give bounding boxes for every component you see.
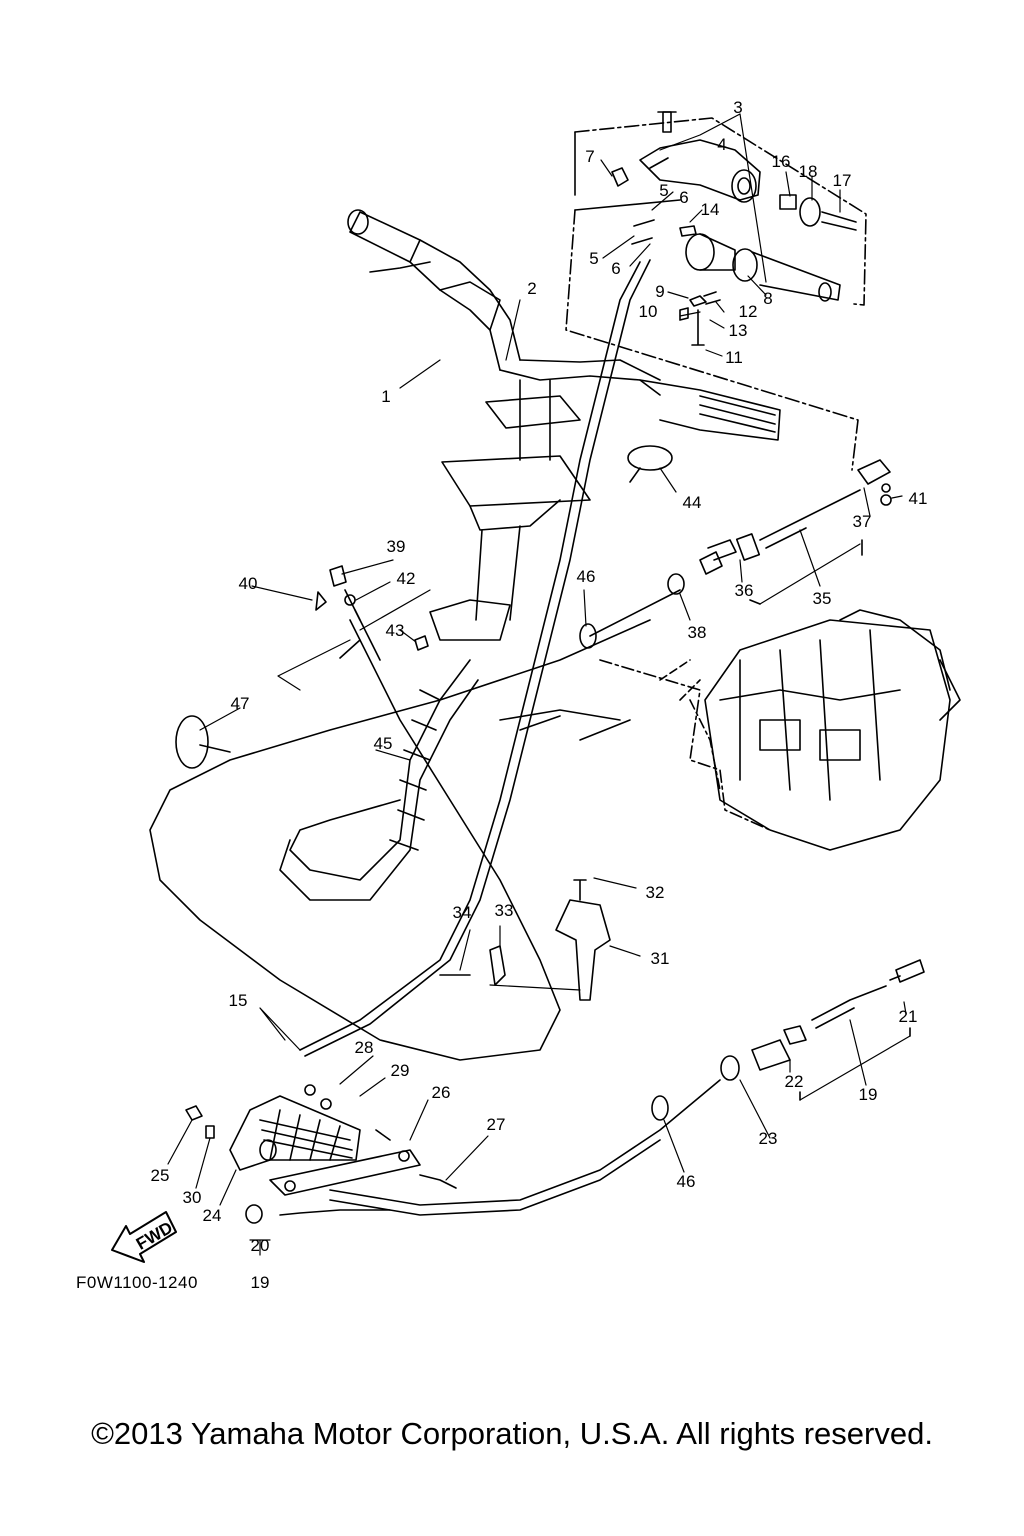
part-callout-20[interactable]: 20 [251,1236,270,1255]
part-callout-17[interactable]: 17 [833,171,852,190]
part-callout-31[interactable]: 31 [651,949,670,968]
part-callout-2[interactable]: 2 [527,279,536,298]
part-callout-19[interactable]: 19 [859,1085,878,1104]
part-callout-21[interactable]: 21 [899,1007,918,1026]
part-callout-3[interactable]: 3 [733,98,742,117]
engine-drawing [599,609,961,851]
part-callout-46[interactable]: 46 [677,1172,696,1191]
part-callout-37[interactable]: 37 [853,512,872,531]
part-callout-14[interactable]: 14 [701,200,720,219]
part-callout-30[interactable]: 30 [183,1188,202,1207]
part-callout-11[interactable]: 11 [725,348,743,367]
throttle-housing-drawing [611,111,857,346]
part-callout-19[interactable]: 19 [251,1273,270,1292]
part-callout-25[interactable]: 25 [151,1166,170,1185]
left-fittings-drawing [175,565,431,769]
part-callout-5[interactable]: 5 [589,249,598,268]
part-callout-9[interactable]: 9 [655,282,664,301]
part-callout-6[interactable]: 6 [679,188,688,207]
lower-cable-end-drawing [720,959,925,1101]
part-callout-38[interactable]: 38 [688,623,707,642]
part-callout-33[interactable]: 33 [495,901,514,920]
part-callout-42[interactable]: 42 [397,569,416,588]
callout-labels: 1234556678910111213141516171819192021222… [151,98,928,1292]
part-callout-6[interactable]: 6 [611,259,620,278]
part-callout-44[interactable]: 44 [683,493,702,512]
part-callout-7[interactable]: 7 [585,147,594,166]
fwd-label: FWD [133,1218,176,1254]
part-callout-32[interactable]: 32 [646,883,665,902]
part-callout-35[interactable]: 35 [813,589,832,608]
cable-routing-drawing [149,259,721,1216]
part-callout-16[interactable]: 16 [772,152,791,171]
part-callout-29[interactable]: 29 [391,1061,410,1080]
part-callout-47[interactable]: 47 [231,694,250,713]
part-callout-23[interactable]: 23 [759,1129,778,1148]
part-callout-4[interactable]: 4 [717,135,726,154]
drawing-code: F0W1100-1240 [76,1273,198,1292]
part-callout-43[interactable]: 43 [386,621,405,640]
part-callout-41[interactable]: 41 [909,489,928,508]
lower-bracket-drawing [185,879,611,1224]
part-callout-12[interactable]: 12 [739,302,758,321]
part-callout-8[interactable]: 8 [763,289,772,308]
part-callout-34[interactable]: 34 [453,903,472,922]
part-callout-46[interactable]: 46 [577,567,596,586]
part-callout-5[interactable]: 5 [659,181,668,200]
part-callout-40[interactable]: 40 [239,574,258,593]
part-callout-26[interactable]: 26 [432,1083,451,1102]
part-callout-28[interactable]: 28 [355,1038,374,1057]
part-callout-39[interactable]: 39 [387,537,406,556]
part-callout-18[interactable]: 18 [799,162,818,181]
part-callout-15[interactable]: 15 [229,991,248,1010]
handlebar-drawing [347,209,781,641]
part-callout-10[interactable]: 10 [639,302,658,321]
part-callout-36[interactable]: 36 [735,581,754,600]
leader-lines [167,113,907,1256]
part-callout-22[interactable]: 22 [785,1072,804,1091]
part-callout-27[interactable]: 27 [487,1115,506,1134]
copyright-notice: ©2013 Yamaha Motor Corporation, U.S.A. A… [91,1416,933,1451]
part-callout-13[interactable]: 13 [729,321,748,340]
part-callout-1[interactable]: 1 [381,387,390,406]
part-callout-24[interactable]: 24 [203,1206,222,1225]
cable-tie-drawing [627,445,673,483]
cable-end-parts-drawing [667,459,892,605]
part-callout-45[interactable]: 45 [374,734,393,753]
forward-arrow-icon [111,1211,177,1263]
parts-diagram: 1234556678910111213141516171819192021222… [111,98,961,1292]
